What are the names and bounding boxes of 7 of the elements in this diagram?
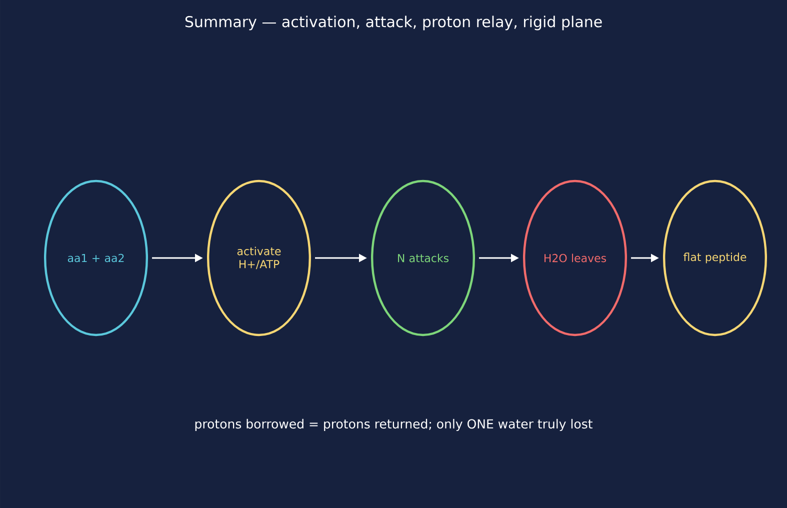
note: protons borrowed = protons returned; only ONE water truly lost [195, 418, 592, 432]
ellipse-node: flat peptide [663, 180, 767, 336]
ellipse-node: activate H+/ATP [207, 180, 312, 336]
ellipse-node: H2O leaves [523, 180, 628, 336]
title: Summary — activation, attack, proton relay, rigid plane [185, 16, 602, 30]
ellipse-node: aa1 + aa2 [44, 180, 148, 336]
ellipse-node: N attacks [371, 180, 476, 336]
